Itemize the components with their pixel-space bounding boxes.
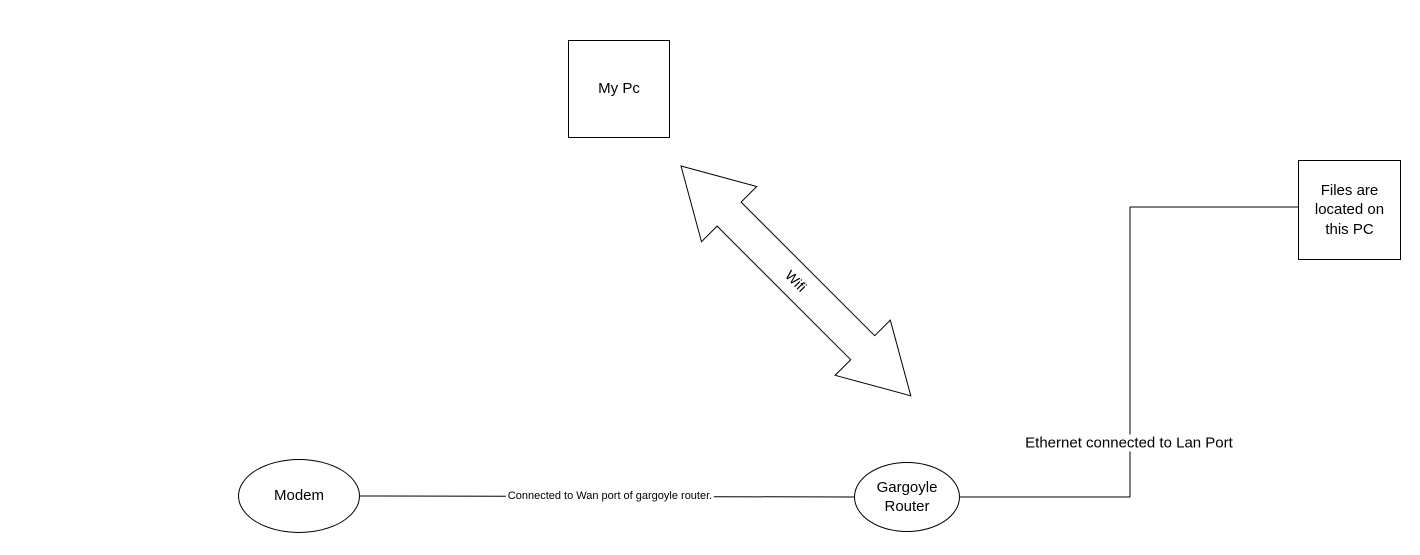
node-modem: Modem bbox=[238, 459, 360, 533]
node-files-pc: Files are located on this PC bbox=[1298, 160, 1401, 260]
wan-edge-label: Connected to Wan port of gargoyle router… bbox=[505, 490, 715, 502]
node-my-pc-label: My Pc bbox=[598, 80, 640, 98]
wifi-double-arrow bbox=[680, 165, 912, 397]
node-gargoyle-router: Gargoyle Router bbox=[854, 462, 960, 532]
node-gargoyle-router-label: Gargoyle Router bbox=[876, 478, 938, 516]
node-modem-label: Modem bbox=[273, 487, 325, 505]
lan-edge-label: Ethernet connected to Lan Port bbox=[1021, 434, 1237, 452]
node-files-pc-label: Files are located on this PC bbox=[1314, 181, 1385, 238]
node-my-pc: My Pc bbox=[568, 40, 670, 138]
lan-edge-line bbox=[960, 206, 1298, 498]
